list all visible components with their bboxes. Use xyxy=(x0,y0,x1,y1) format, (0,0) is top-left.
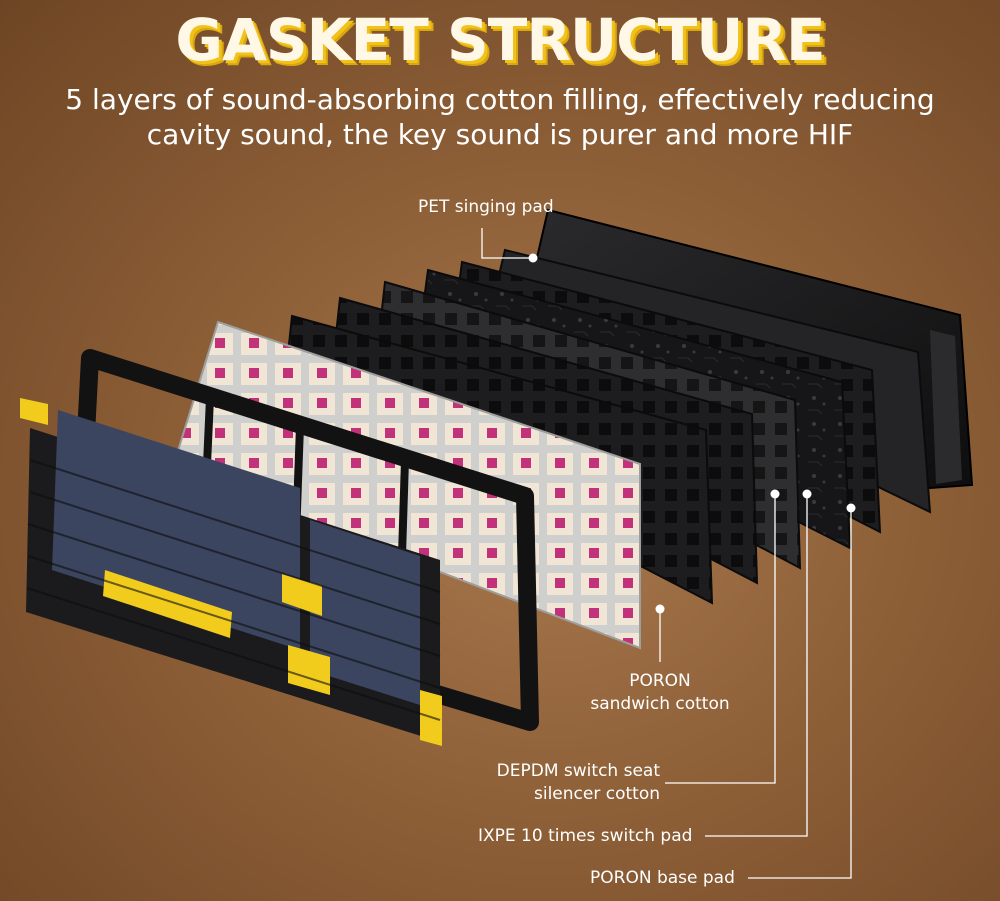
callout-depdm-line2: silencer cotton xyxy=(534,784,660,804)
callout-dots xyxy=(528,253,856,614)
callout-lines xyxy=(481,228,852,879)
spacebar-keycap xyxy=(103,570,232,638)
callout-poron-sandwich-line1: PORON xyxy=(629,671,691,691)
callout-depdm-line1: DEPDM switch seat xyxy=(496,761,660,781)
keycap-set xyxy=(20,398,442,746)
enter-keycap xyxy=(282,574,322,616)
callout-poron-base-pad: PORON base pad xyxy=(590,868,735,888)
callout-pet-singing-pad: PET singing pad xyxy=(418,197,554,217)
callout-poron-sandwich-line2: sandwich cotton xyxy=(590,694,730,714)
page-title: GASKET STRUCTURE xyxy=(175,6,825,74)
callout-ixpe-switch-pad: IXPE 10 times switch pad xyxy=(478,826,693,846)
callout-depdm-silencer: DEPDM switch seat silencer cotton xyxy=(440,760,660,806)
esc-keycap xyxy=(20,398,48,425)
page-subtitle: 5 layers of sound-absorbing cotton filli… xyxy=(65,83,935,151)
callout-poron-sandwich-cotton: PORON sandwich cotton xyxy=(580,670,740,716)
